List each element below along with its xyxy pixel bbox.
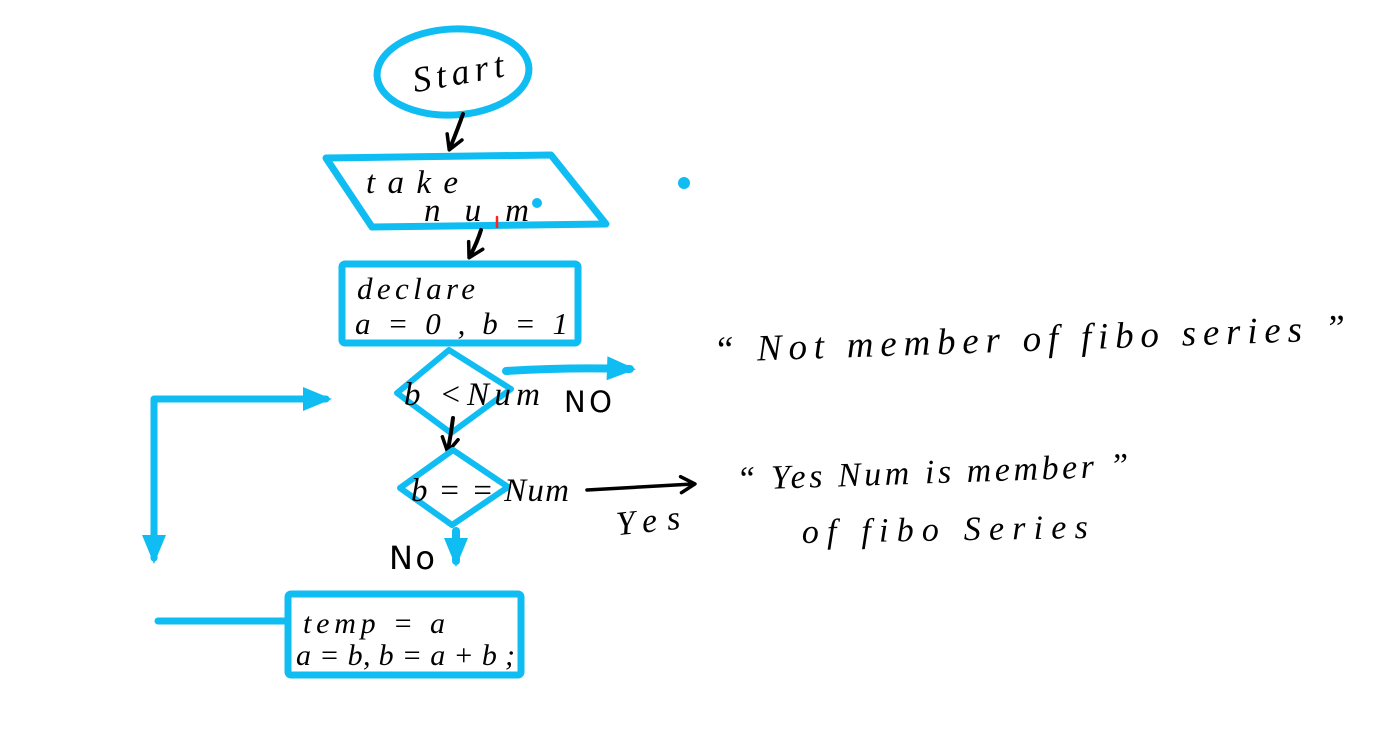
arrow-decision1-to-decision2 xyxy=(440,416,460,454)
start-label: Start xyxy=(409,45,508,101)
update-rect xyxy=(284,590,525,679)
yes-branch-label: Yes xyxy=(614,500,682,543)
declare-line2: a = 0 , b = 1 xyxy=(355,306,568,341)
arrow-input-to-declare xyxy=(466,228,485,260)
annotation-member-line2: of fibo Series xyxy=(801,509,1088,551)
annotation-not-member: “ Not member of fibo series ” xyxy=(713,308,1346,371)
input-line1: take xyxy=(366,165,458,201)
no-branch-label: NO xyxy=(564,385,616,419)
arrow-start-to-input xyxy=(445,112,465,152)
no-down-label: No xyxy=(389,539,437,577)
update-line1: temp = a xyxy=(303,607,445,640)
arrow-yes-branch xyxy=(585,474,697,495)
arrow-no-branch xyxy=(502,356,636,381)
update-line2: a = b, b = a + b ; xyxy=(296,639,515,672)
stray-dot-inside xyxy=(532,198,542,208)
declare-line1: declare xyxy=(357,271,475,306)
decision-less-label: b <Num xyxy=(404,377,540,413)
decision-equal-label: b = = Num xyxy=(411,473,569,509)
input-line2: num xyxy=(424,193,529,229)
decision-equal-diamond xyxy=(397,447,511,528)
stray-dot-outside xyxy=(678,177,690,189)
start-node xyxy=(373,25,533,119)
annotation-member-line1: “ Yes Num is member ” xyxy=(736,447,1129,498)
declare-rect xyxy=(338,260,582,347)
input-parallelogram xyxy=(322,151,610,231)
